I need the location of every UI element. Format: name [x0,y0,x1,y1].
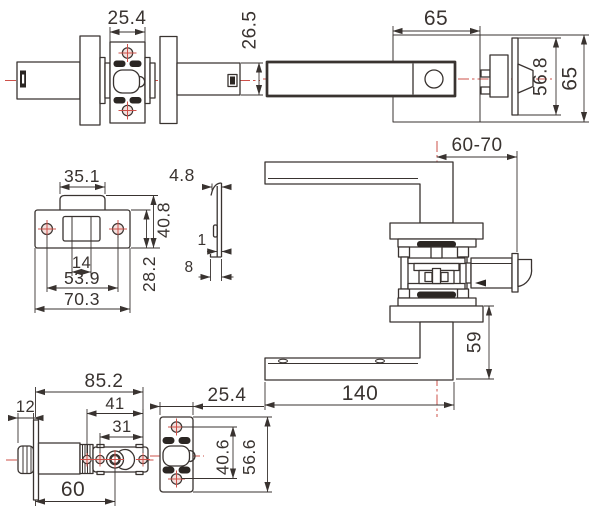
strike-top-tab [59,194,106,210]
dim-plate-height: 28.2 [139,256,159,292]
strike-dimple [212,224,218,238]
spindle-hub [480,37,534,116]
view-latch-side: 85.2 12 41 31 60 [6,371,155,506]
strike-latch-slot [62,215,101,242]
dim-knob-body-width: 25.4 [108,8,147,29]
right-rose-plate [159,35,178,125]
extension-lines [241,62,263,96]
screw-hole-top [168,418,185,436]
dim-bolt-projection: 12 [16,398,35,416]
view-assembly: 60-70 59 140 [264,135,533,417]
latch-bolt-head [17,445,35,475]
latch-housing [79,443,150,476]
left-rose-plate [79,35,101,126]
dim-tab-width: 35.1 [64,166,100,186]
extension-lines [159,402,194,415]
latch-faceplate-edge [511,252,519,293]
screw-hole-top [118,44,137,62]
latch-arrow-mark [475,279,486,287]
dim-plate-width: 70.3 [64,289,100,309]
hole-crosses [80,450,150,469]
dim-lever-length: 140 [342,382,379,405]
latch-unit [465,252,533,293]
dim-total-height: 40.8 [154,202,174,238]
left-hub-step-2 [104,62,111,99]
dim-knob-shaft-height: 26.5 [240,11,261,50]
latch-bolt [517,258,533,288]
knob-left-shaft [16,61,81,100]
spindle-circle [424,69,444,89]
dim-flange-depth: 8 [184,259,193,276]
strike-bottom-flange [209,254,222,258]
dim-backset-range: 60-70 [451,135,502,156]
dim-total-length: 85.2 [85,371,124,392]
screw-hole-bottom [118,101,137,120]
knob-right-shaft [176,62,241,96]
faceplate-wings [162,437,191,474]
dim-faceplate-height: 56.6 [239,439,259,475]
dim-thickness: 1 [197,232,206,249]
left-hub-step [99,56,106,105]
view-strike-front: 35.1 40.8 28.2 14 53.9 70.3 [34,166,174,313]
strike-profile-plate [209,182,223,258]
dim-core-length: 31 [112,418,131,436]
extension-lines [480,34,589,123]
view-lever-side: 65 56.8 65 [263,7,589,123]
leader-lines [182,426,237,479]
lever-hole [375,358,385,364]
lower-lever [264,321,454,381]
right-hub-step [144,56,151,105]
dim-faceplate-width: 25.4 [208,385,247,406]
dim-slot-width: 14 [72,254,91,272]
latch-face-wings [113,60,142,104]
mount-cone [517,63,534,94]
dim-housing-length: 41 [105,395,124,413]
view-knob-side: 25.4 26.5 [5,8,263,126]
dim-screw-spacing: 40.6 [213,439,233,475]
extension-lines [193,416,272,493]
dim-rose-diameter: 56.8 [531,57,552,96]
latch-tube [37,442,81,475]
upper-rose [389,222,484,248]
latch-faceplate-edge [32,419,40,501]
extension-lines [34,248,131,313]
screw-hole-bottom [168,470,185,488]
view-latch-front: 25.4 40.6 56.6 [150,385,272,493]
dim-rose-width: 65 [424,7,448,30]
lower-rose [389,297,484,323]
dim-rose-drop: 59 [465,331,486,353]
right-hub-step-2 [149,62,156,99]
extension-lines [109,27,146,42]
dim-hole-spacing: 53.9 [64,268,100,288]
lever-hole [278,358,288,364]
extension-lines [106,195,160,249]
extension-lines [17,413,34,443]
dim-lip-depth: 4.8 [169,165,195,185]
lever-bar [265,60,457,98]
dim-backset: 60 [61,478,85,501]
rose-plate-edge [511,37,519,116]
spindle-mechanism [397,246,470,299]
latch-bolt-face [162,445,196,467]
extension-lines [210,259,222,281]
view-strike-profile: 4.8 1 8 [169,165,234,281]
strike-plate [34,209,131,249]
extension-lines [46,235,119,292]
upper-lever [264,161,454,224]
dim-plate-height: 65 [559,66,582,90]
